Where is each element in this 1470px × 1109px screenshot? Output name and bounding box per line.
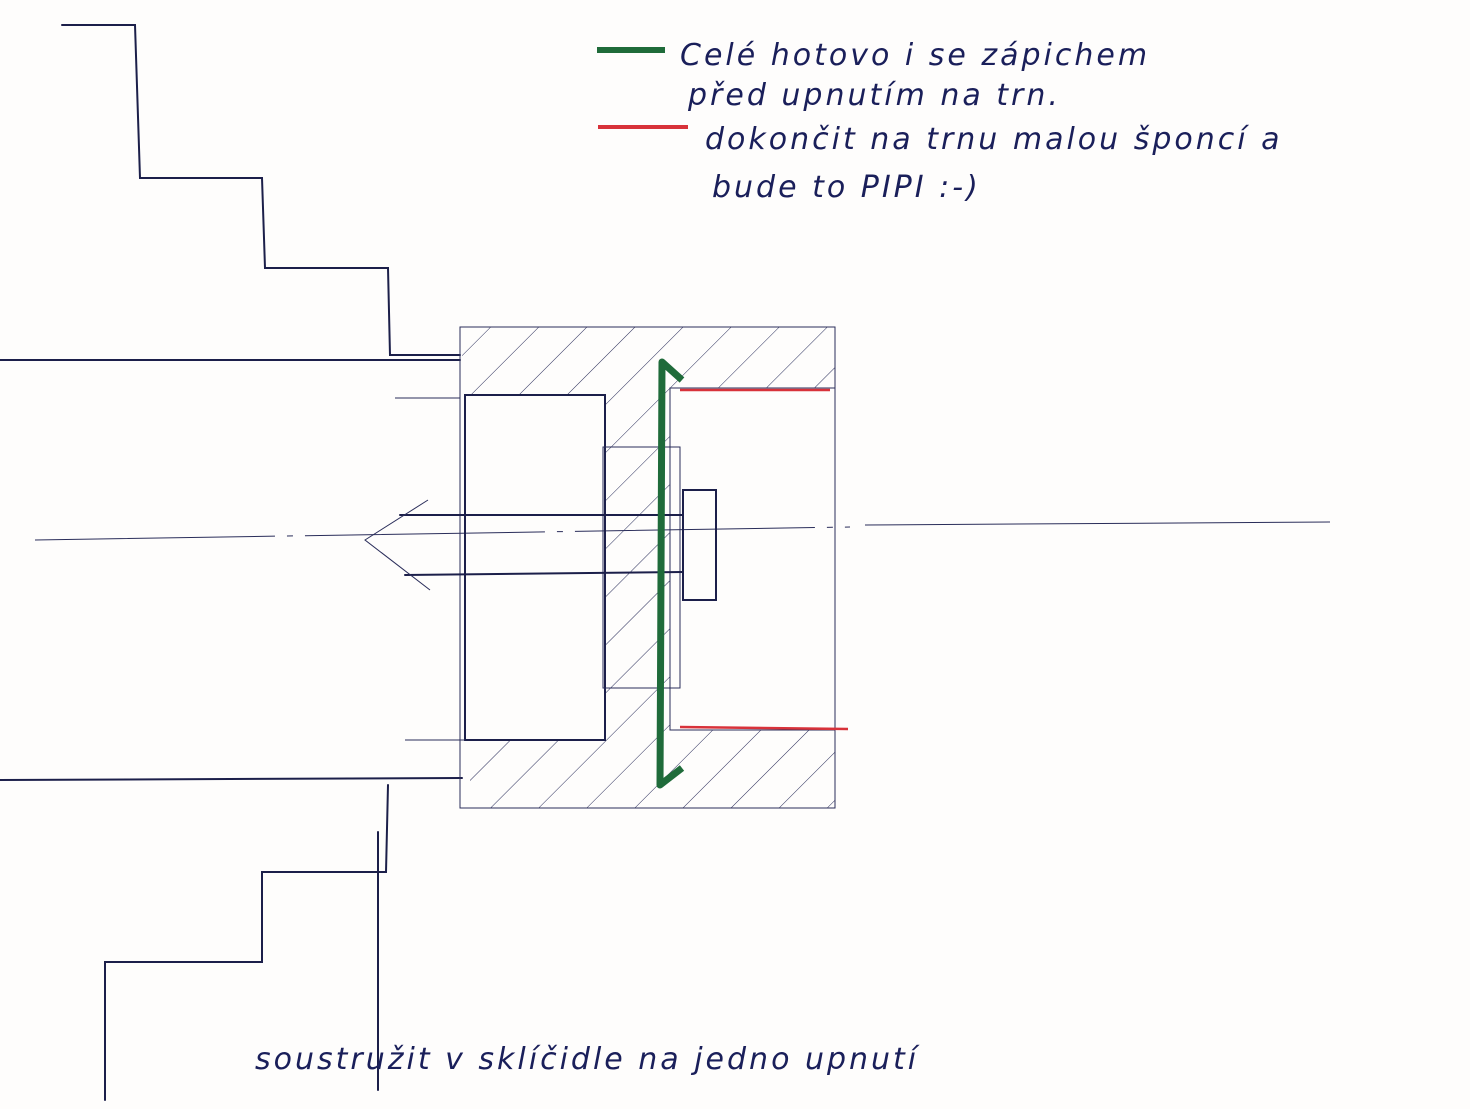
legend-green-line2: před upnutím na trn. [688, 78, 1061, 113]
center-line-right [864, 521, 1331, 526]
bolt-lower [404, 571, 684, 576]
bore-left [464, 394, 606, 741]
chuck-jaw-lower [104, 784, 389, 1101]
workpiece-section-hatch [460, 327, 835, 808]
spindle-line-lower [0, 777, 463, 781]
legend-green-line1: Celé hotovo i se zápichem [680, 38, 1151, 73]
washer [602, 446, 681, 689]
legend-red-line2: bude to PIPI :-) [712, 170, 981, 205]
bore-right [669, 387, 836, 731]
chuck-jaw-upper [61, 24, 461, 356]
nut [682, 489, 717, 601]
legend-red-line1: dokončit na trnu malou šponcí a [705, 122, 1283, 157]
bottom-note: soustružit v sklíčidle na jedno upnutí [255, 1042, 920, 1077]
bolt-tip [364, 499, 431, 591]
finish-on-mandrel-red-bottom [679, 725, 849, 731]
finished-face-green [656, 358, 685, 789]
center-line [34, 526, 851, 541]
